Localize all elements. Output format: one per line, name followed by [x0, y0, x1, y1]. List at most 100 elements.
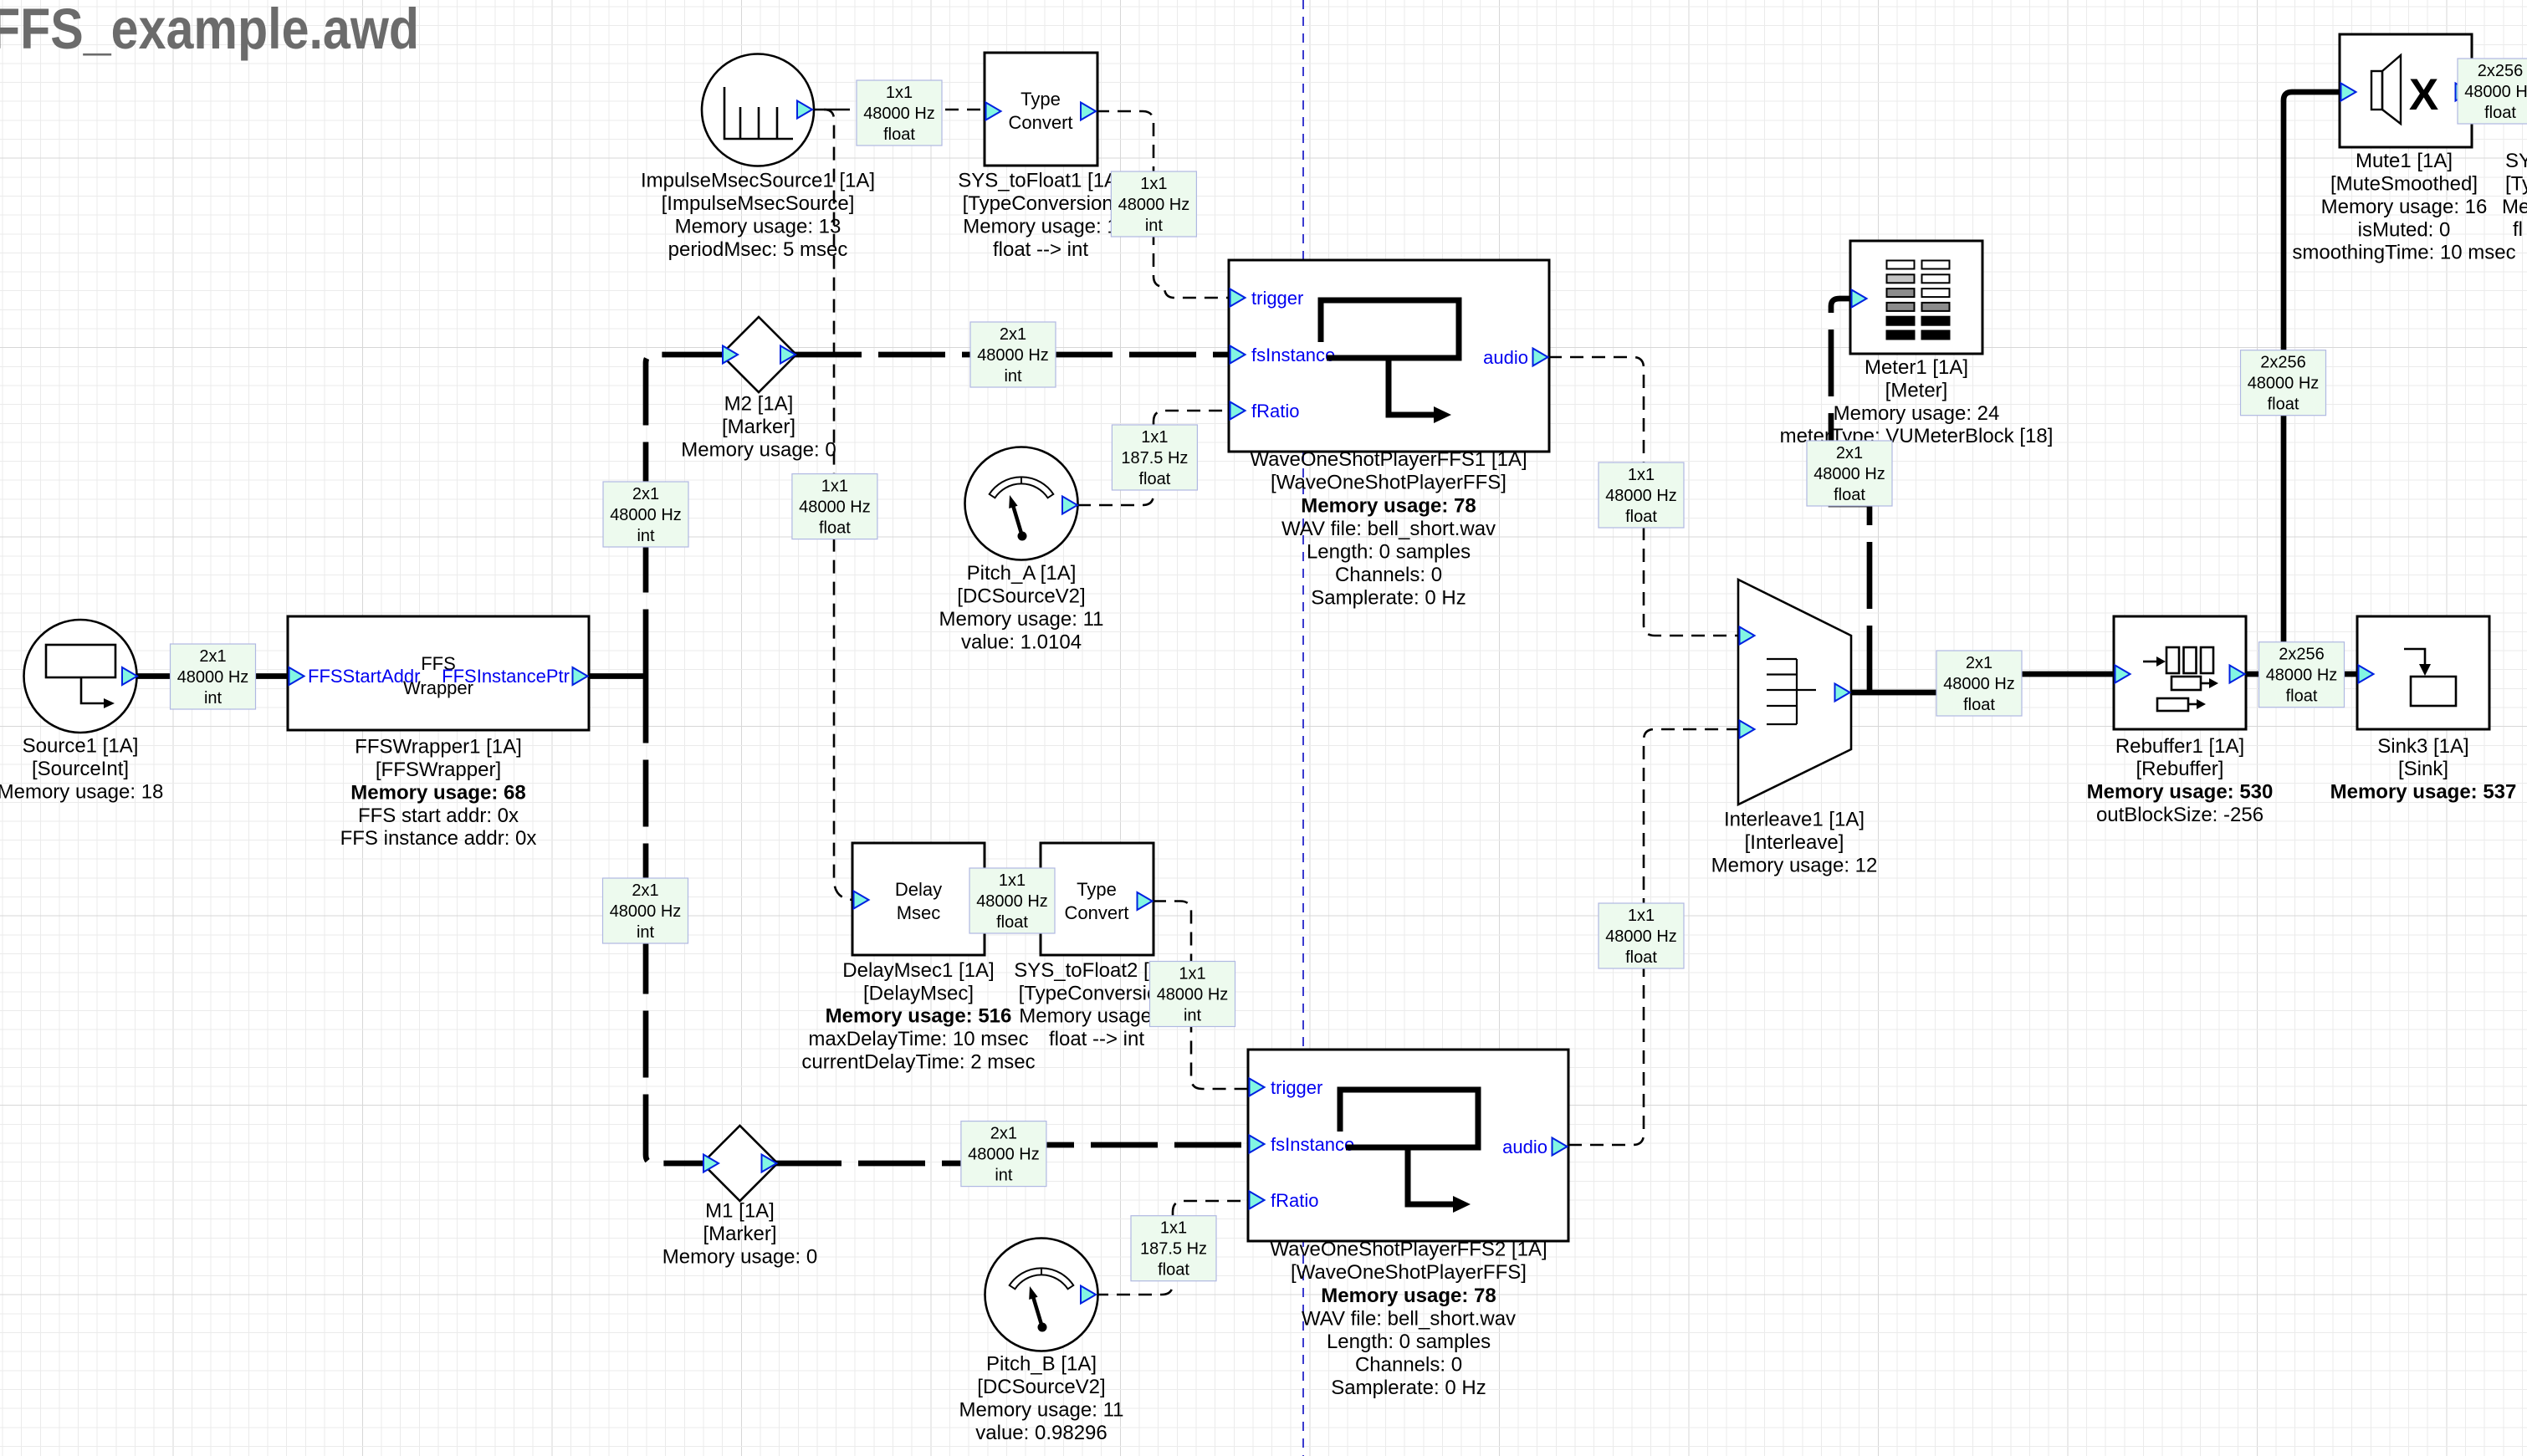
svg-text:Msec: Msec [897, 902, 941, 923]
svg-text:float: float [819, 519, 851, 538]
svg-text:Memory usage: 516: Memory usage: 516 [826, 1005, 1012, 1028]
svg-text:Samplerate: 0 Hz: Samplerate: 0 Hz [1331, 1377, 1486, 1399]
svg-text:Convert: Convert [1064, 902, 1128, 923]
svg-text:[Interleave]: [Interleave] [1745, 831, 1844, 854]
svg-text:Rebuffer1 [1A]: Rebuffer1 [1A] [2115, 735, 2244, 758]
svg-text:48000 Hz: 48000 Hz [799, 498, 871, 517]
svg-text:trigger: trigger [1251, 288, 1303, 309]
svg-text:Length: 0 samples: Length: 0 samples [1307, 541, 1471, 564]
svg-text:Delay: Delay [895, 879, 942, 900]
svg-text:Source1 [1A]: Source1 [1A] [23, 735, 139, 758]
svg-text:ImpulseMsecSource1 [1A]: ImpulseMsecSource1 [1A] [641, 170, 875, 192]
svg-text:value: 1.0104: value: 1.0104 [961, 631, 1082, 653]
svg-text:48000 Hz: 48000 Hz [177, 668, 249, 687]
svg-text:Memory usage: 1: Memory usage: 1 [963, 215, 1118, 238]
svg-text:2x1: 2x1 [632, 485, 659, 503]
svg-text:FFSWrapper1 [1A]: FFSWrapper1 [1A] [355, 736, 522, 759]
svg-text:DelayMsec1 [1A]: DelayMsec1 [1A] [842, 959, 994, 982]
svg-text:Memory usage: 12: Memory usage: 12 [1711, 854, 1878, 876]
svg-text:48000 Hz: 48000 Hz [968, 1146, 1040, 1164]
svg-text:Type: Type [1021, 89, 1061, 110]
svg-text:[Marker]: [Marker] [703, 1223, 776, 1245]
svg-text:48000 Hz: 48000 Hz [2464, 83, 2527, 101]
svg-text:float: float [1138, 470, 1170, 488]
svg-text:FFSInstancePtr: FFSInstancePtr [442, 666, 570, 687]
svg-text:[DCSourceV2]: [DCSourceV2] [957, 585, 1085, 608]
svg-text:X: X [2409, 70, 2438, 120]
svg-text:[Marker]: [Marker] [722, 416, 795, 438]
svg-text:[Rebuffer]: [Rebuffer] [2136, 758, 2224, 780]
svg-text:float: float [2484, 104, 2516, 122]
svg-text:48000 Hz: 48000 Hz [610, 506, 682, 524]
svg-text:WaveOneShotPlayerFFS1 [1A]: WaveOneShotPlayerFFS1 [1A] [1250, 448, 1527, 471]
svg-text:48000 Hz: 48000 Hz [610, 902, 682, 921]
svg-text:int: int [637, 923, 655, 942]
svg-text:1x1: 1x1 [1160, 1219, 1187, 1238]
svg-text:Samplerate: 0 Hz: Samplerate: 0 Hz [1311, 587, 1466, 610]
svg-text:float: float [996, 913, 1028, 932]
svg-text:1x1: 1x1 [1628, 466, 1655, 484]
svg-text:Memory usage: 537: Memory usage: 537 [2330, 781, 2517, 804]
svg-text:Wrapper: Wrapper [403, 677, 473, 698]
svg-text:Memory usage: 0: Memory usage: 0 [681, 438, 836, 461]
svg-text:Memory usage: 0: Memory usage: 0 [662, 1245, 817, 1268]
svg-text:int: int [995, 1167, 1013, 1185]
svg-text:48000 Hz: 48000 Hz [2266, 667, 2338, 685]
svg-text:Memory usage: 11: Memory usage: 11 [959, 1398, 1124, 1421]
svg-text:2x1: 2x1 [1000, 325, 1026, 344]
svg-text:[TypeConversion]: [TypeConversion] [1019, 982, 1175, 1004]
svg-text:Meter1 [1A]: Meter1 [1A] [1865, 356, 1968, 379]
svg-text:48000 Hz: 48000 Hz [1943, 675, 2015, 693]
svg-text:Type: Type [1077, 879, 1117, 900]
svg-text:2x1: 2x1 [1836, 444, 1863, 462]
svg-text:48000 Hz: 48000 Hz [1813, 465, 1885, 483]
svg-text:2x1: 2x1 [990, 1125, 1017, 1143]
svg-text:FFS instance addr: 0x: FFS instance addr: 0x [340, 827, 537, 850]
svg-text:[DCSourceV2]: [DCSourceV2] [977, 1376, 1105, 1398]
svg-text:int: int [637, 527, 655, 545]
svg-text:float --> int: float --> int [993, 238, 1088, 261]
svg-text:M1 [1A]: M1 [1A] [705, 1200, 775, 1223]
svg-text:SYS_toFloat1 [1A]: SYS_toFloat1 [1A] [958, 170, 1123, 192]
svg-text:float: float [1625, 508, 1657, 526]
svg-text:1x1: 1x1 [1179, 965, 1205, 983]
svg-text:isMuted: 0: isMuted: 0 [2358, 218, 2451, 241]
svg-text:[TypeConversion]: [TypeConversion] [963, 192, 1119, 215]
svg-text:Memory usage: 1: Memory usage: 1 [1019, 1005, 1174, 1028]
svg-text:Memory usage: 13: Memory usage: 13 [675, 215, 841, 238]
svg-text:Pitch_B [1A]: Pitch_B [1A] [986, 1353, 1097, 1376]
svg-text:[MuteSmoothed]: [MuteSmoothed] [2330, 173, 2478, 196]
svg-text:fRatio: fRatio [1271, 1190, 1318, 1211]
svg-text:Channels: 0: Channels: 0 [1355, 1354, 1462, 1377]
svg-text:Mute1 [1A]: Mute1 [1A] [2356, 150, 2453, 172]
svg-text:int: int [204, 689, 223, 708]
svg-text:48000 Hz: 48000 Hz [1605, 927, 1677, 946]
svg-text:187.5 Hz: 187.5 Hz [1140, 1240, 1207, 1259]
svg-text:float: float [1625, 948, 1657, 967]
svg-text:48000 Hz: 48000 Hz [2248, 375, 2320, 393]
svg-text:Channels: 0: Channels: 0 [1335, 564, 1442, 586]
svg-text:fRatio: fRatio [1251, 401, 1299, 421]
svg-text:WaveOneShotPlayerFFS2 [1A]: WaveOneShotPlayerFFS2 [1A] [1270, 1239, 1547, 1261]
svg-text:fsInstance: fsInstance [1271, 1134, 1354, 1155]
svg-text:48000 Hz: 48000 Hz [1157, 986, 1229, 1004]
svg-text:Memory usage: 68: Memory usage: 68 [350, 781, 525, 804]
svg-text:1x1: 1x1 [821, 478, 848, 496]
svg-text:Convert: Convert [1008, 112, 1072, 133]
svg-text:FFS start addr: 0x: FFS start addr: 0x [358, 805, 519, 827]
svg-text:Length: 0 samples: Length: 0 samples [1327, 1331, 1491, 1353]
svg-text:1x1: 1x1 [1141, 428, 1168, 447]
svg-text:float: float [2268, 396, 2299, 414]
svg-text:Memory usage: 530: Memory usage: 530 [2087, 781, 2274, 804]
svg-text:1x1: 1x1 [999, 871, 1026, 890]
svg-text:1x1: 1x1 [886, 84, 913, 102]
svg-text:FFSStartAddr: FFSStartAddr [308, 666, 420, 687]
svg-text:Memory usage: 16: Memory usage: 16 [2321, 196, 2488, 218]
svg-text:2x1: 2x1 [199, 647, 226, 666]
svg-text:2x1: 2x1 [1966, 654, 1992, 672]
svg-text:48000 Hz: 48000 Hz [976, 892, 1048, 911]
svg-text:48000 Hz: 48000 Hz [977, 346, 1049, 365]
svg-text:trigger: trigger [1271, 1077, 1322, 1098]
svg-text:int: int [1184, 1007, 1202, 1025]
svg-text:Sink3 [1A]: Sink3 [1A] [2377, 735, 2468, 758]
